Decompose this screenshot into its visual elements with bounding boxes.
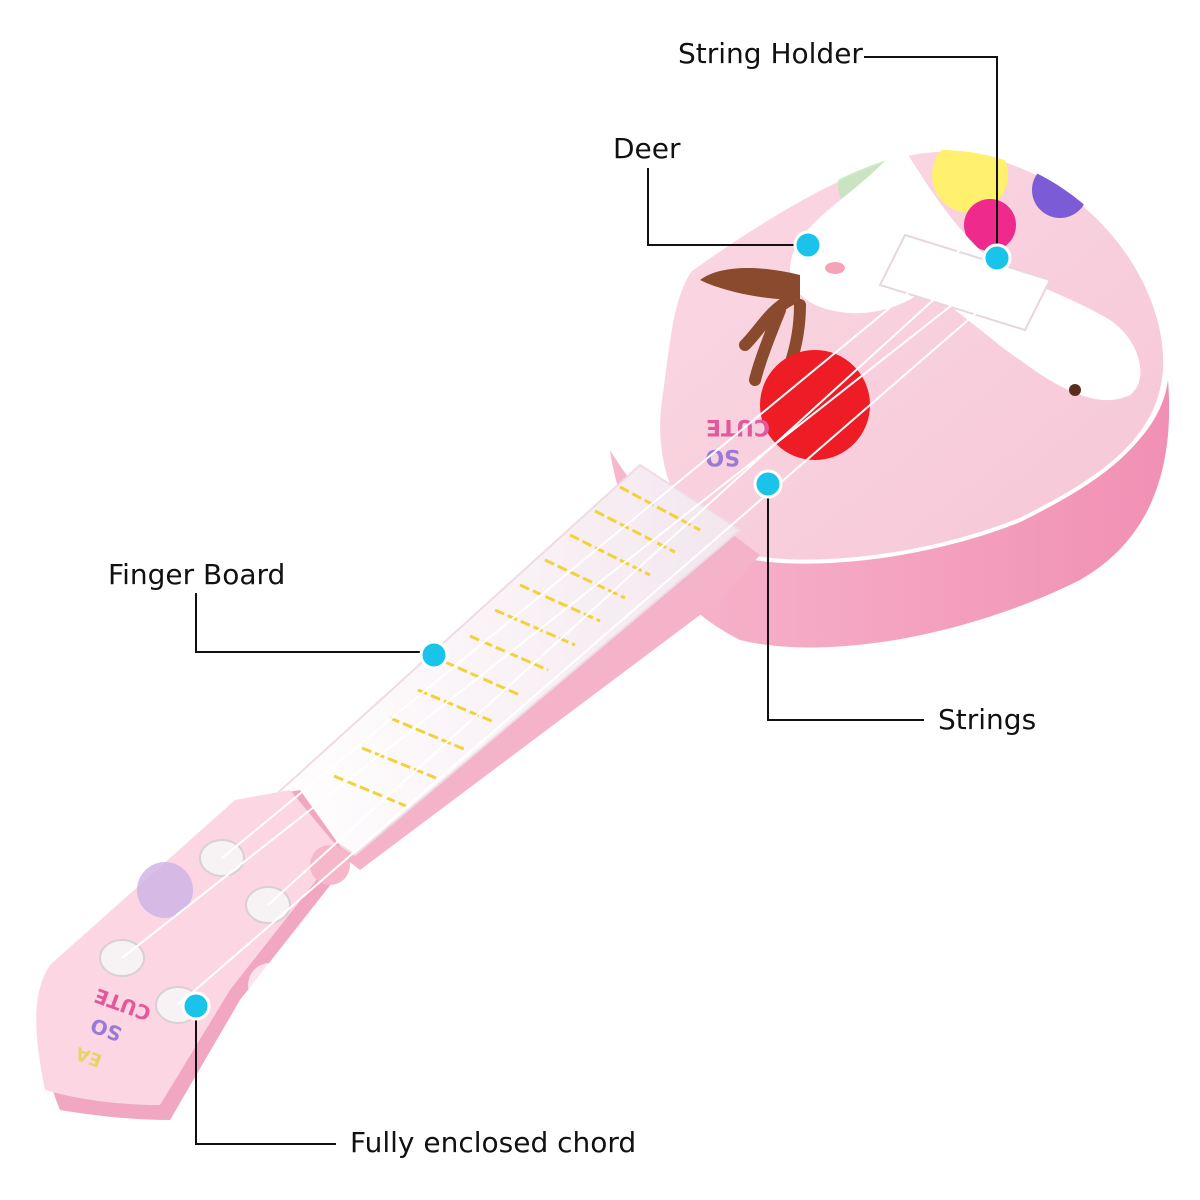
fretboard xyxy=(268,463,742,857)
deer-eye xyxy=(1069,384,1081,396)
dot-magenta xyxy=(964,199,1016,251)
body-decal-so: SO xyxy=(705,444,740,469)
dot-purple xyxy=(1032,162,1088,218)
leader-chord xyxy=(195,1006,336,1145)
head-dot-white xyxy=(248,963,292,1007)
markers xyxy=(181,230,1012,1021)
ukulele-body: SO CUTE xyxy=(656,147,1168,564)
headstock: CUTE SO EA xyxy=(36,790,350,1120)
ukulele-neck xyxy=(268,463,760,870)
label-finger-board: Finger Board xyxy=(108,558,286,591)
marker-finger-board xyxy=(419,640,449,670)
head-dot-purple xyxy=(137,862,193,918)
marker-deer xyxy=(793,230,823,260)
leader-strings xyxy=(767,484,924,721)
label-deer: Deer xyxy=(613,132,681,165)
dot-yellow xyxy=(932,150,1008,213)
leader-deer xyxy=(647,168,808,246)
deer-ear xyxy=(700,268,800,300)
strings-lines xyxy=(121,249,1006,1006)
marker-string-holder xyxy=(982,243,1012,273)
label-string-holder: String Holder xyxy=(678,37,863,70)
leader-string-holder xyxy=(864,56,998,258)
label-strings: Strings xyxy=(938,703,1037,736)
marker-chord xyxy=(181,991,211,1021)
deer-nose xyxy=(825,262,845,274)
leader-finger-board xyxy=(195,593,434,653)
head-dot-pink xyxy=(310,845,350,885)
leader-lines xyxy=(195,56,998,1145)
label-fully-enclosed-chord: Fully enclosed chord xyxy=(350,1126,637,1159)
body-decal-cute: CUTE xyxy=(706,414,770,439)
body-side xyxy=(610,380,1170,648)
marker-strings xyxy=(753,469,783,499)
